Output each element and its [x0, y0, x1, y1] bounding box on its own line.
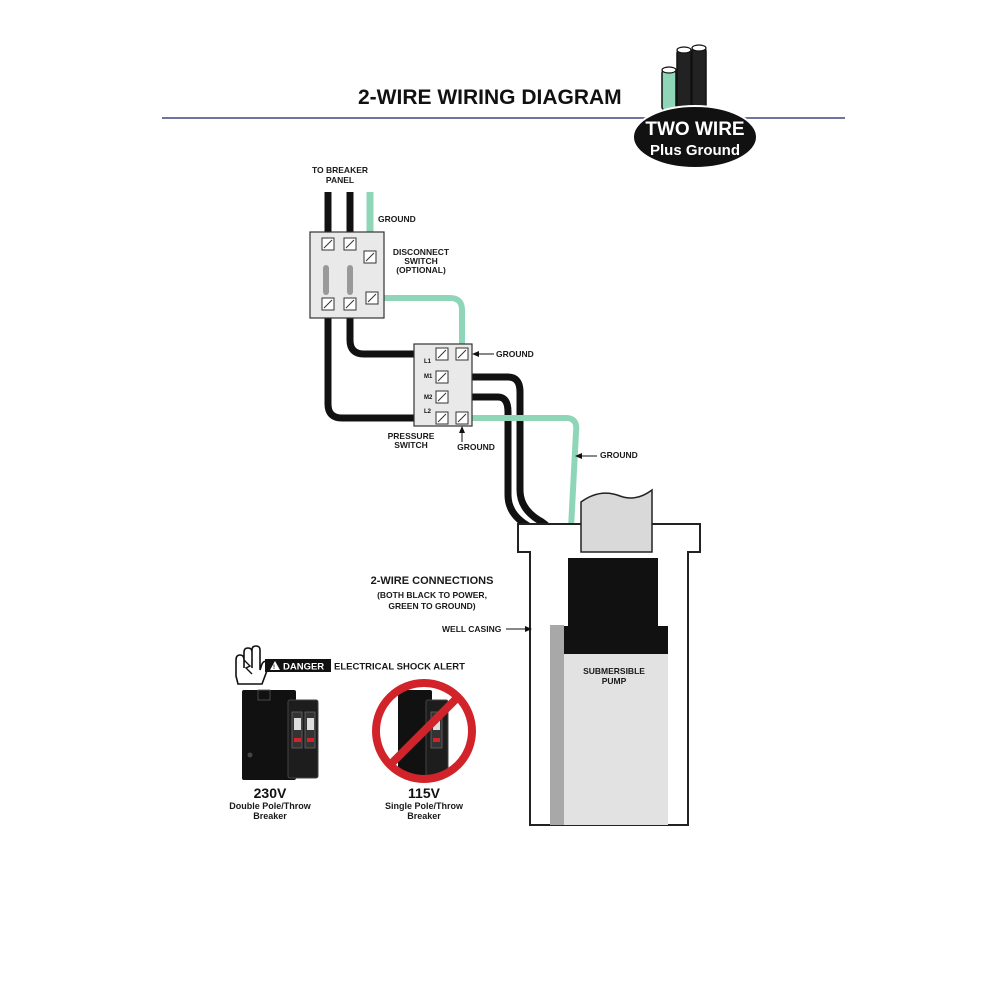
pressure-switch-label-1: PRESSURE [388, 431, 435, 441]
danger-alert-text: ELECTRICAL SHOCK ALERT [334, 662, 465, 673]
breaker-115v-voltage: 115V [408, 785, 441, 801]
ground-label-wire: GROUND [600, 450, 638, 460]
terminal-m1: M1 [424, 374, 433, 380]
terminal-m2: M2 [424, 395, 433, 401]
disconnect-to-l1-wire [346, 305, 440, 358]
badge-line-2: Plus Ground [650, 142, 740, 159]
breaker-230v-line-2: Breaker [253, 811, 287, 821]
pump-head [568, 558, 658, 626]
to-breaker-label-2: PANEL [326, 175, 354, 185]
to-breaker-label-1: TO BREAKER [312, 165, 368, 175]
warning-triangle-icon [270, 661, 280, 670]
ground-arrow-ps-bottom [459, 426, 465, 442]
pressure-switch-label-2: SWITCH [394, 440, 428, 450]
ground-label-ps-bottom: GROUND [457, 442, 495, 452]
disconnect-to-l2-wire [324, 305, 440, 422]
svg-text:!: ! [273, 665, 275, 671]
pump-label-1: SUBMERSIBLE [583, 666, 645, 676]
double-pole-breaker [242, 689, 319, 780]
diagram-title: 2-WIRE WIRING DIAGRAM [358, 86, 622, 109]
breaker-230v-line-1: Double Pole/Throw [229, 801, 312, 811]
disconnect-label-2: SWITCH [404, 256, 438, 266]
terminal-l2: L2 [424, 409, 432, 415]
ground-label-top: GROUND [378, 214, 416, 224]
connections-title: 2-WIRE CONNECTIONS [371, 575, 494, 587]
well-casing-label: WELL CASING [442, 624, 502, 634]
two-wire-badge: TWO WIRE Plus Ground [632, 105, 758, 169]
pump-collar [564, 626, 668, 654]
danger-tag: ! DANGER [265, 659, 331, 673]
pressure-switch: L1 M1 M2 L2 [413, 343, 473, 427]
disconnect-label-3: (OPTIONAL) [396, 265, 446, 275]
breaker-115v-line-2: Breaker [407, 811, 441, 821]
breaker-115v-line-1: Single Pole/Throw [385, 801, 464, 811]
pump-body [564, 654, 668, 825]
ground-arrow-ps-top [472, 351, 494, 357]
ground-label-ps-top: GROUND [496, 349, 534, 359]
danger-tag-label: DANGER [283, 662, 324, 673]
pump-label-2: PUMP [602, 676, 627, 686]
ground-arrow-wire [575, 453, 597, 459]
badge-line-1: TWO WIRE [645, 119, 744, 140]
disconnect-ground-wire [372, 295, 465, 348]
disconnect-label-1: DISCONNECT [393, 247, 450, 257]
disconnect-switch [309, 231, 385, 319]
connections-sub-2: GREEN TO GROUND) [388, 601, 475, 611]
pump-ground-wire [462, 415, 580, 626]
shock-hand-icon [235, 645, 270, 685]
badge-wires-icon [661, 44, 707, 111]
breaker-230v-voltage: 230V [254, 785, 287, 801]
terminal-l1: L1 [424, 359, 432, 365]
well-casing-arrow [506, 626, 532, 632]
well-assembly: SUBMERSIBLE PUMP [517, 488, 701, 826]
casing-pipe [550, 625, 564, 825]
discharge-pipe [580, 488, 653, 553]
prohibited-icon [372, 679, 476, 783]
connections-sub-1: (BOTH BLACK TO POWER, [377, 590, 487, 600]
